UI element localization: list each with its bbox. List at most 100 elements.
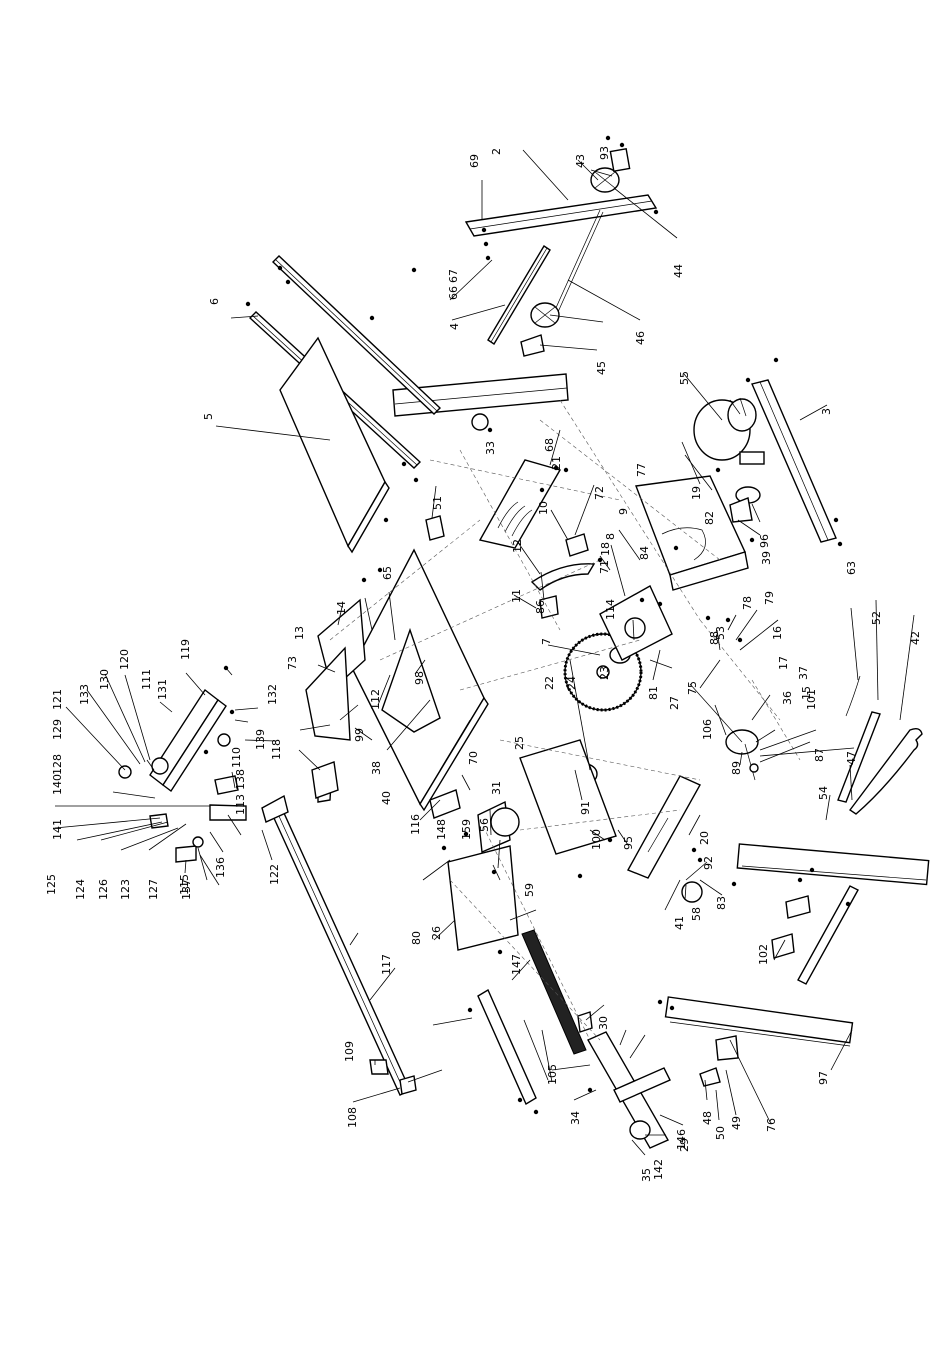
callout-label: 131 [156,679,169,700]
callout-label: 114 [604,599,617,620]
callout-label: 136 [214,857,227,878]
callout-label: 29 [678,1138,691,1152]
callout-label: 128 [51,754,64,775]
callout-label: 78 [741,596,754,610]
callout-label: 12 [511,539,524,553]
rail-148 [521,929,587,1055]
callout-label: 13 [293,626,306,640]
callout-label: 11 [510,589,523,603]
callout-label: 125 [45,874,58,895]
guide-73 [305,646,351,741]
callout-label: 68 [543,438,556,452]
callout-label: 138 [234,769,247,790]
callout-label: 15 [800,686,813,700]
callout-label: 112 [369,689,382,710]
leg-96 [664,996,854,1044]
callout-label: 80 [410,931,423,945]
callout-label: 75 [686,681,699,695]
callout-label: 47 [845,751,858,765]
callout-label: 66 [447,286,460,300]
crossbar-101 [797,885,859,985]
callout-label: 52 [870,611,883,625]
callout-label: 120 [118,649,131,670]
callout-label: 3 [820,408,833,415]
callout-leaders [54,149,915,1156]
plate-20 [627,775,701,879]
callout-label: 55 [678,371,691,385]
callout-label: 69 [468,154,481,168]
callout-label: 146 [675,1129,688,1150]
parts-drawing [118,135,930,1149]
callout-label: 58 [690,907,703,921]
callout-label: 115 [178,874,191,895]
callout-label: 42 [909,631,922,645]
callout-label: 30 [597,1016,610,1030]
callout-label: 119 [179,639,192,660]
callout-label: 26 [430,926,443,940]
callout-label: 89 [730,761,743,775]
callout-label: 25 [513,736,526,750]
callout-label: 117 [380,954,393,975]
hinge-10 [565,533,589,557]
callout-label: 93 [598,146,611,160]
leg-47 [736,843,930,886]
callout-label: 79 [763,591,776,605]
callout-label: 50 [714,1126,727,1140]
callout-label: 35 [640,1168,653,1182]
callout-label: 97 [817,1071,830,1085]
callout-label: 39 [760,551,773,565]
callout-label: 17 [777,656,790,670]
leg-2 [464,194,658,237]
callout-label: 4 [448,323,461,330]
callout-label: 41 [673,916,686,930]
callout-label: 7 [540,638,553,645]
wrench-42 [848,727,923,815]
callout-label: 140 [51,774,64,795]
callout-label: 121 [51,689,64,710]
clamp-51 [425,515,445,541]
callout-label: 118 [270,739,283,760]
callout-label: 45 [595,361,608,375]
callout-label: 124 [74,879,87,900]
callout-label: 106 [701,719,714,740]
callout-label: 96 [758,534,771,548]
callout-label: 108 [346,1107,359,1128]
callout-label: 54 [817,786,830,800]
callout-label: 21 [550,456,563,470]
callout-label: 148 [435,819,448,840]
callout-label: 72 [593,486,606,500]
callout-label: 5 [202,413,215,420]
callout-label: 139 [254,729,267,750]
callout-label: 2 [490,148,503,155]
callout-label: 34 [569,1111,582,1125]
callout-label: 33 [484,441,497,455]
callout-label: 111 [140,669,153,690]
callout-label: 76 [765,1118,778,1132]
callout-label: 51 [431,496,444,510]
callout-label: 142 [652,1159,665,1180]
callout-label: 53 [714,626,727,640]
callout-label: 95 [622,836,635,850]
callout-label: 56 [478,818,491,832]
callout-label: 122 [268,864,281,885]
callout-label: 77 [635,463,648,477]
callout-label: 31 [490,781,503,795]
callout-label: 36 [781,691,794,705]
callout-label: 22 [543,676,556,690]
callout-label: 16 [771,626,784,640]
callout-label: 46 [634,331,647,345]
callout-label: 98 [413,671,426,685]
support-69 [477,988,537,1106]
callout-label: 110 [230,747,243,768]
bracket-11 [539,595,559,619]
callout-label: 19 [690,486,703,500]
callout-label: 99 [353,728,366,742]
callout-label: 100 [590,829,603,850]
callout-label: 109 [343,1041,356,1062]
callout-label: 37 [797,666,810,680]
callout-label: 105 [546,1064,559,1085]
callout-label: 27 [668,696,681,710]
callout-label: 63 [845,561,858,575]
callout-label: 84 [638,546,651,560]
